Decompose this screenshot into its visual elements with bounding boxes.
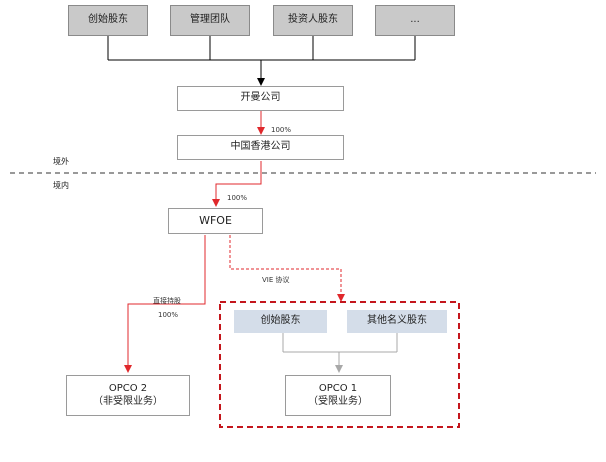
share-label-opco2: 100% xyxy=(158,311,179,319)
direct-holding-label: 直接持股 xyxy=(153,297,181,305)
shareholder-management: 管理团队 xyxy=(170,5,250,36)
arrow-wfoe-vie xyxy=(229,235,345,302)
vie-structure-box xyxy=(219,301,460,428)
vie-holder-nominees: 其他名义股东 xyxy=(347,310,447,333)
opco2-name: OPCO 2 xyxy=(108,383,148,394)
vie-agreement-label: VIE 协议 xyxy=(262,276,290,284)
wfoe-company: WFOE xyxy=(168,208,263,234)
arrow-wfoe-to-opco2 xyxy=(124,235,206,373)
shareholder-investors: 投资人股东 xyxy=(273,5,353,36)
offshore-label: 境外 xyxy=(53,157,69,166)
opco1-desc: （受限业务） xyxy=(308,395,368,407)
opco1-name: OPCO 1 xyxy=(318,383,358,394)
onshore-label: 境内 xyxy=(53,181,69,190)
cayman-company: 开曼公司 xyxy=(177,86,344,111)
shareholder-others: ... xyxy=(375,5,455,36)
share-label-hk: 100% xyxy=(271,126,292,134)
opco2-box: OPCO 2 （非受限业务） xyxy=(66,375,190,416)
arrow-hk-to-wfoe xyxy=(212,161,262,207)
shareholder-founders: 创始股东 xyxy=(68,5,148,36)
vie-holder-connectors xyxy=(282,333,398,373)
shareholder-connectors xyxy=(107,36,416,86)
vie-holder-founders: 创始股东 xyxy=(234,310,327,333)
opco2-desc: （非受限业务） xyxy=(93,395,163,407)
share-label-wfoe: 100% xyxy=(227,194,248,202)
opco1-box: OPCO 1 （受限业务） xyxy=(285,375,391,416)
hk-company: 中国香港公司 xyxy=(177,135,344,160)
